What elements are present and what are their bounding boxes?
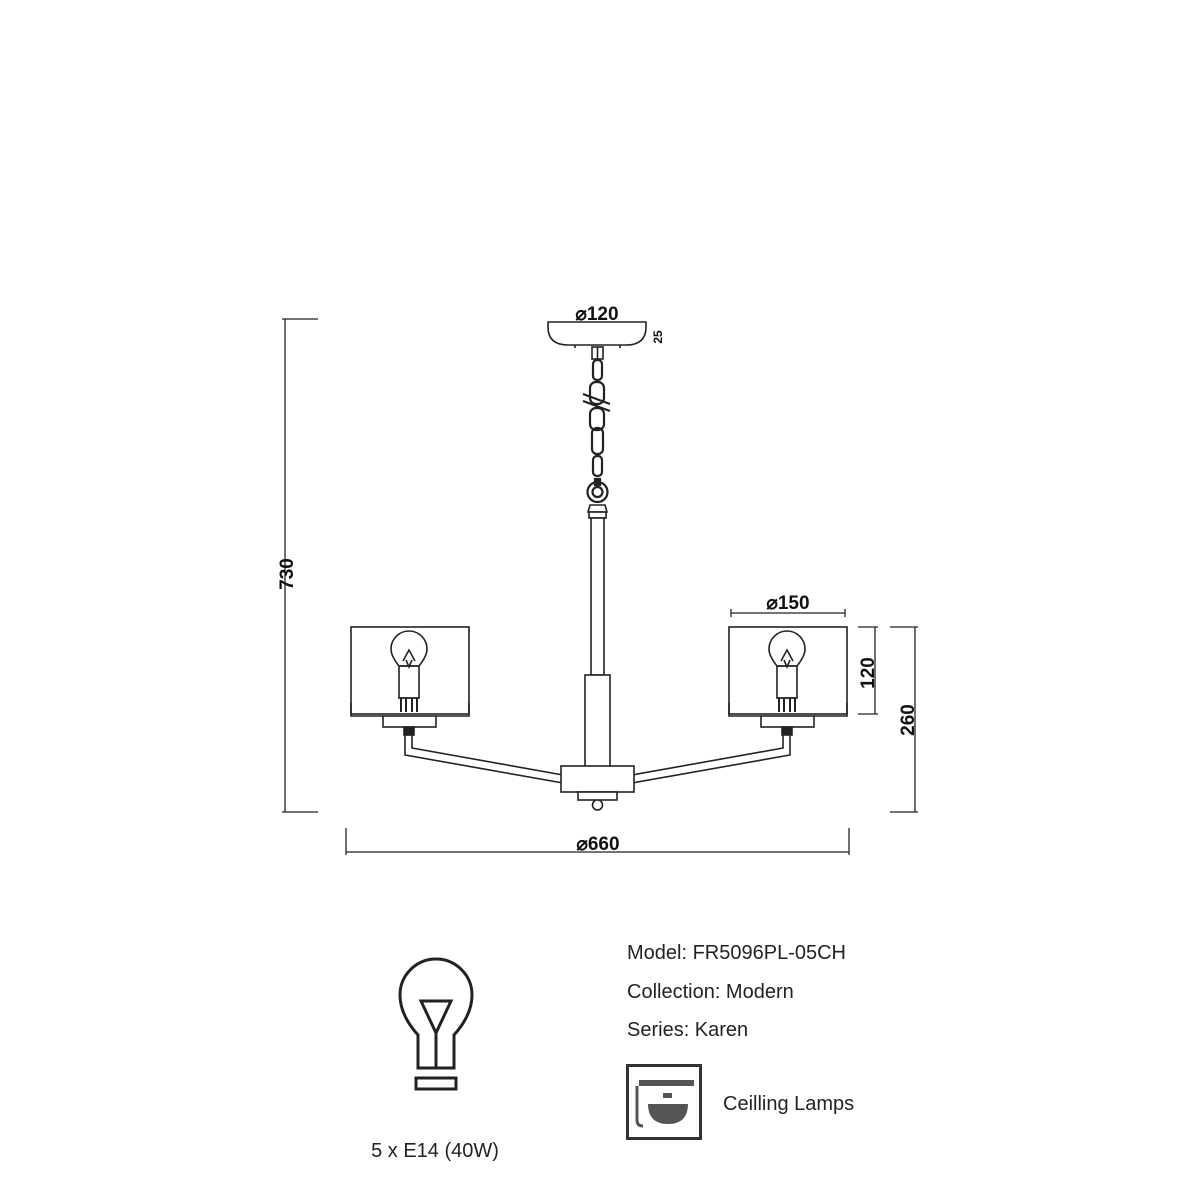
left-lamp <box>350 626 470 736</box>
stem <box>584 504 611 768</box>
shade-height-label: 120 <box>858 657 879 689</box>
arms <box>404 735 791 784</box>
canopy-height-label: 25 <box>651 330 665 344</box>
shade-diameter-label: ⌀150 <box>766 593 809 614</box>
dimension-lines <box>282 318 918 855</box>
model-label: Model: FR5096PL-05CH <box>627 942 846 964</box>
hub <box>560 765 635 811</box>
light-bulb-icon <box>398 957 474 1091</box>
bulb-spec-label: 5 x E14 (40W) <box>371 1140 499 1162</box>
category-icon-frame <box>626 1064 702 1140</box>
series-label: Series: Karen <box>627 1019 749 1041</box>
arm-height-label: 260 <box>898 704 919 736</box>
canopy-diameter-label: ⌀120 <box>575 304 618 325</box>
total-height-label: 730 <box>277 558 298 590</box>
collection-label: Collection: Modern <box>627 981 794 1003</box>
canopy <box>547 321 647 360</box>
right-lamp <box>728 626 848 736</box>
ceiling-lamp-icon <box>635 1080 694 1128</box>
chain <box>582 358 611 504</box>
lamp-type-label: Ceilling Lamps <box>723 1093 855 1115</box>
total-diameter-label: ⌀660 <box>576 834 619 855</box>
